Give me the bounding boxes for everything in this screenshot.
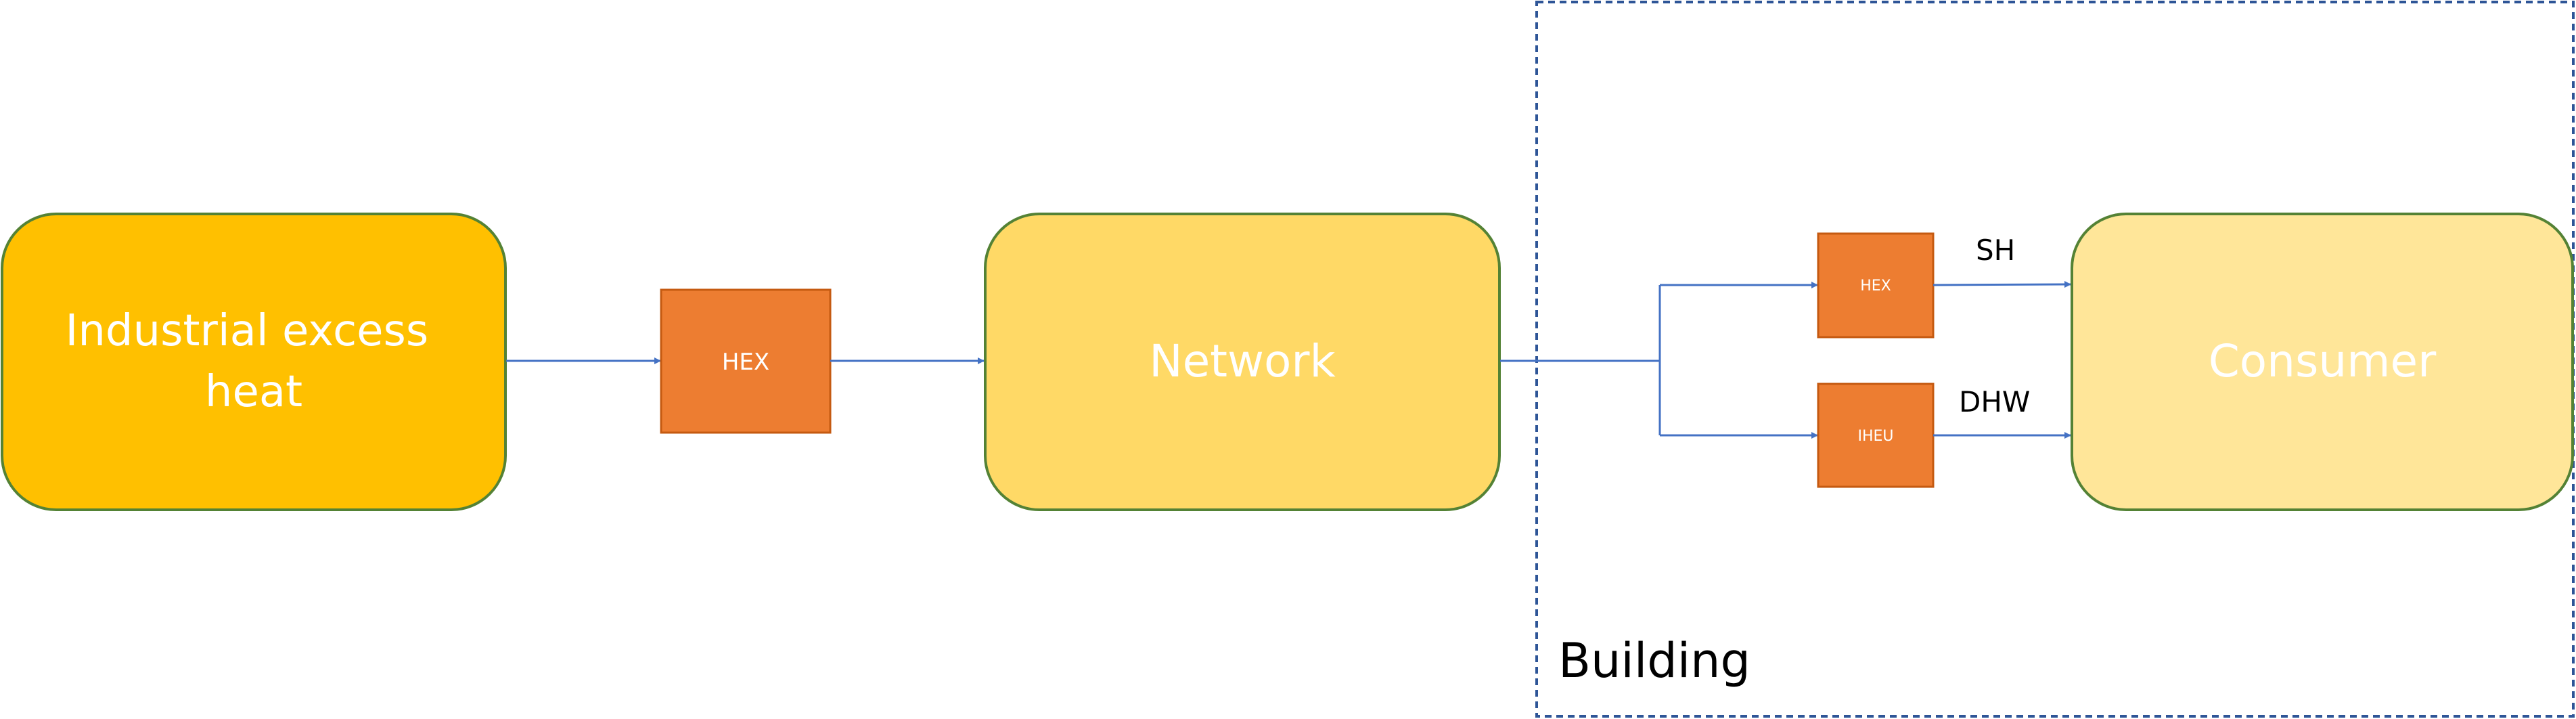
- iheu-label: IHEU: [1857, 428, 1893, 445]
- network-label: Network: [1149, 335, 1336, 387]
- network-node: [984, 213, 1501, 511]
- iheu-node: [1817, 383, 1935, 488]
- source-label-line2: heat: [205, 367, 302, 417]
- sh-label: SH: [1976, 234, 2015, 267]
- building-label: Building: [1558, 633, 1750, 689]
- industrial-excess-heat-label: Industrial excess heat: [65, 306, 442, 417]
- arrow-hex-sh-to-consumer: [1933, 281, 2071, 288]
- source-label-line1: Industrial excess: [65, 306, 428, 356]
- hex-sh-label: HEX: [1860, 278, 1891, 295]
- dhw-label: DHW: [1959, 385, 2030, 418]
- industrial-excess-heat-node: [1, 213, 507, 511]
- hex-main-label: HEX: [722, 349, 769, 376]
- hex-main-node: [660, 288, 832, 434]
- consumer-node: [2071, 213, 2574, 511]
- consumer-label: Consumer: [2209, 335, 2437, 387]
- hex-sh-node: [1817, 232, 1935, 339]
